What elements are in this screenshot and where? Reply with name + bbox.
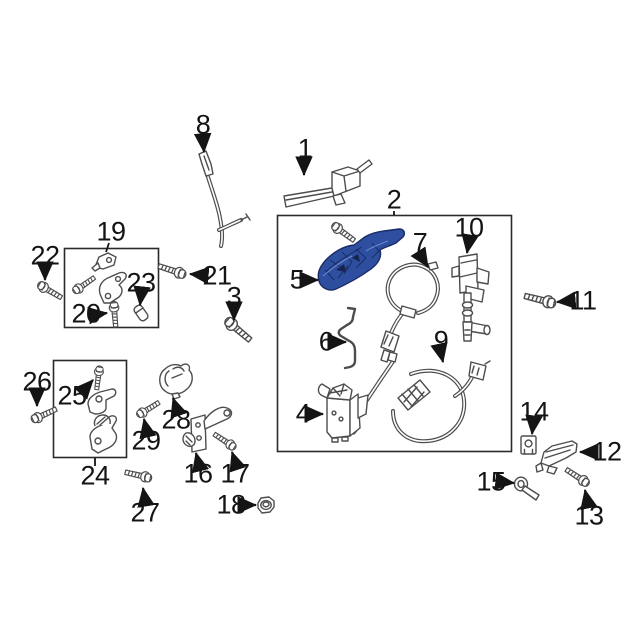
callout-21: 21 <box>202 260 232 291</box>
part-21-bolt-drawing <box>156 260 189 281</box>
part-25-screw-drawing <box>91 364 105 391</box>
callout-17: 17 <box>220 458 250 489</box>
part-19-latch-bracket-drawing <box>98 271 127 304</box>
part-2-assembly-box <box>276 214 513 453</box>
callout-16: 16 <box>183 458 213 489</box>
callout-10: 10 <box>454 212 484 243</box>
callout-18: 18 <box>216 489 246 520</box>
part-9-cable-drawing <box>353 351 491 444</box>
part-19-assembly-box <box>63 247 160 329</box>
part-8-rod-drawing <box>198 150 251 248</box>
callout-26: 26 <box>22 366 52 397</box>
callout-7: 7 <box>412 227 428 258</box>
part-6-rod-drawing <box>337 306 357 370</box>
callout-2: 2 <box>386 184 402 215</box>
part-29-bolt-drawing <box>134 397 163 421</box>
callout-6: 6 <box>318 326 334 357</box>
callout-3: 3 <box>226 281 242 312</box>
part-27-bolt-drawing <box>123 466 154 484</box>
part-14-clip-drawing <box>520 435 537 455</box>
part-13-bolt-drawing <box>562 464 593 490</box>
part-4-latch-drawing <box>317 383 369 443</box>
part-20-screw-drawing <box>108 300 122 328</box>
callout-29: 29 <box>131 425 161 456</box>
callout-28: 28 <box>161 404 191 435</box>
callout-19: 19 <box>96 216 126 247</box>
part-7-cable-drawing <box>380 261 440 363</box>
part-23-clip-drawing <box>133 304 149 322</box>
callout-15: 15 <box>476 466 506 497</box>
callout-4: 4 <box>295 398 311 429</box>
part-24-lower-hinge-drawing <box>89 414 118 454</box>
part-1-handle-bracket-drawing <box>283 159 373 208</box>
callout-20: 20 <box>71 298 101 329</box>
callout-5: 5 <box>289 264 305 295</box>
callout-1: 1 <box>297 133 313 164</box>
part-24-upper-hinge-drawing <box>87 388 117 415</box>
callout-25: 25 <box>57 380 87 411</box>
part-15-pin-drawing <box>513 476 540 501</box>
callout-24: 24 <box>80 460 110 491</box>
part-5-highlighted-reinforcement-drawing <box>317 228 406 291</box>
callout-14: 14 <box>519 396 549 427</box>
part-3-bolt-drawing <box>221 314 255 346</box>
callout-9: 9 <box>433 325 449 356</box>
screw-icon <box>70 273 98 297</box>
callout-arrows <box>28 132 599 514</box>
part-28-check-bracket-drawing <box>159 363 193 400</box>
screw-icon <box>328 219 358 246</box>
part-19-bracket-drawing <box>91 252 117 272</box>
part-17-bolt-drawing <box>211 429 239 453</box>
callout-22: 22 <box>30 240 60 271</box>
callout-13: 13 <box>574 500 604 531</box>
part-12-handle-cap-drawing <box>535 440 578 475</box>
part-22-bolt-drawing <box>34 279 65 303</box>
part-10-bracket-drawing <box>451 253 491 342</box>
part-11-bolt-drawing <box>522 289 558 311</box>
part-16-door-check-drawing <box>182 406 233 453</box>
callout-11: 11 <box>569 285 597 316</box>
callout-8: 8 <box>195 109 211 140</box>
callout-27: 27 <box>130 497 160 528</box>
callout-23: 23 <box>126 267 156 298</box>
callout-12: 12 <box>592 436 622 467</box>
part-18-nut-drawing <box>257 496 275 514</box>
